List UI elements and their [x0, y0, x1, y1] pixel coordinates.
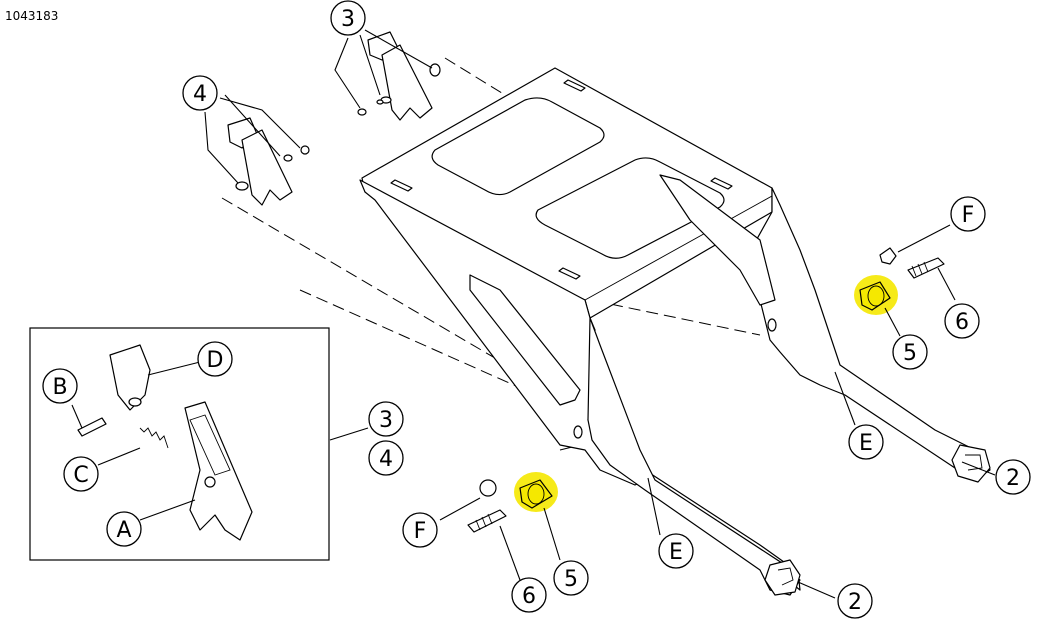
svg-text:2: 2: [1006, 466, 1020, 491]
svg-text:E: E: [669, 540, 683, 565]
latch-detail-inset: [29, 327, 330, 561]
right-hardware: [854, 247, 945, 315]
svg-text:4: 4: [379, 447, 393, 472]
callout-a: A: [106, 511, 142, 547]
callout-2-left: 2: [837, 583, 873, 619]
callout-4-top: 4: [182, 75, 218, 111]
callout-5-left: 5: [553, 560, 589, 596]
callout-c: C: [63, 456, 99, 492]
svg-text:6: 6: [522, 584, 536, 609]
callout-5-right: 5: [892, 334, 928, 370]
svg-text:4: 4: [193, 82, 207, 107]
callout-6-right: 6: [944, 303, 980, 339]
callout-f-right: F: [950, 196, 986, 232]
callout-b: B: [42, 368, 78, 404]
svg-text:A: A: [116, 518, 131, 543]
callout-2-right: 2: [995, 459, 1031, 495]
svg-text:6: 6: [955, 310, 969, 335]
left-hardware: [467, 472, 558, 533]
svg-text:3: 3: [379, 408, 393, 433]
callout-4-inset: 4: [368, 440, 404, 476]
latch-assembly-3: [357, 31, 441, 121]
svg-text:D: D: [207, 348, 224, 373]
svg-text:5: 5: [903, 341, 917, 366]
svg-text:B: B: [52, 375, 67, 400]
svg-text:F: F: [962, 203, 975, 228]
figure-id: 1043183: [5, 9, 58, 23]
svg-text:3: 3: [341, 7, 355, 32]
callout-e-left: E: [658, 533, 694, 569]
svg-text:C: C: [73, 463, 88, 488]
svg-text:2: 2: [848, 590, 862, 615]
callout-3-top: 3: [330, 0, 366, 36]
svg-text:E: E: [859, 431, 873, 456]
callout-6-left: 6: [511, 577, 547, 613]
luggage-rack: [359, 67, 991, 596]
svg-text:5: 5: [564, 567, 578, 592]
svg-text:F: F: [414, 519, 427, 544]
callout-f-left: F: [402, 512, 438, 548]
callout-e-right: E: [848, 424, 884, 460]
latch-assembly-4: [227, 117, 310, 206]
callout-d: D: [197, 341, 233, 377]
leader-lines: [204, 29, 996, 599]
callout-3-inset: 3: [368, 401, 404, 437]
